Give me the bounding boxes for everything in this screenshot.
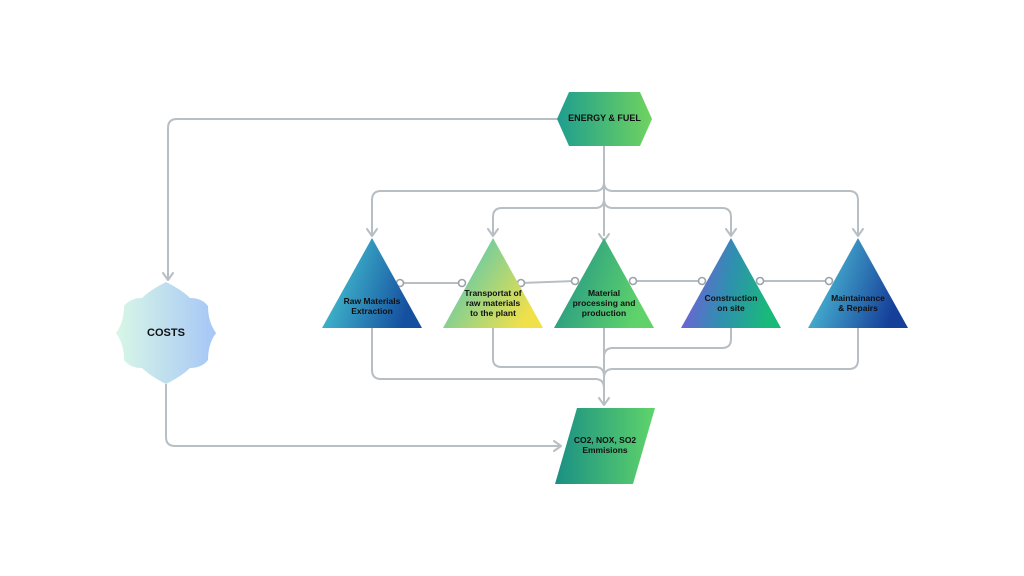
connector-costs-to-emissions bbox=[165, 384, 560, 447]
connector-energy-to-transport bbox=[492, 198, 605, 235]
arrowhead-transport bbox=[487, 228, 499, 237]
processing-triangle[interactable] bbox=[554, 238, 654, 328]
link-dot bbox=[628, 276, 638, 286]
arrowhead-construction bbox=[725, 228, 737, 237]
label-line: COSTS bbox=[147, 327, 185, 339]
maintenance-triangle[interactable] bbox=[808, 238, 908, 328]
link-transport-to-processing bbox=[520, 280, 576, 284]
label-line: raw materials bbox=[465, 297, 521, 308]
connector-raw-to-emissions bbox=[371, 328, 605, 389]
connector-transport-to-emissions bbox=[492, 328, 605, 377]
energy-fuel-label: ENERGY & FUEL bbox=[557, 113, 652, 123]
arrowhead-raw-materials bbox=[366, 228, 378, 237]
energy-fuel-hexagon[interactable] bbox=[557, 92, 652, 146]
construction-label: Construction on site bbox=[686, 293, 776, 314]
label-line: to the plant bbox=[470, 307, 516, 318]
label-line: Extraction bbox=[351, 305, 393, 316]
costs-label: COSTS bbox=[126, 327, 206, 340]
label-line: Raw Materials bbox=[343, 296, 401, 306]
emissions-label: CO2, NOX, SO2 Emmisions bbox=[560, 435, 650, 456]
arrowhead-emissions-top bbox=[598, 397, 610, 406]
emissions-parallelogram[interactable] bbox=[555, 408, 655, 484]
connector-maintenance-to-emissions bbox=[603, 328, 859, 379]
arrowhead-emissions-left bbox=[553, 440, 562, 452]
label-line: production bbox=[581, 307, 627, 318]
label-line: Material bbox=[587, 288, 621, 298]
transport-triangle[interactable] bbox=[443, 238, 543, 328]
label-line: Construction bbox=[704, 293, 758, 303]
connector-energy-to-raw-materials bbox=[371, 181, 605, 235]
label-line: on site bbox=[717, 302, 745, 313]
label-line: ENERGY & FUEL bbox=[568, 113, 641, 123]
connector-energy-to-costs bbox=[167, 118, 558, 278]
raw-materials-triangle[interactable] bbox=[322, 238, 422, 328]
arrowhead-costs bbox=[162, 272, 174, 281]
label-line: processing and bbox=[572, 297, 636, 308]
label-line: Maintainance bbox=[831, 293, 885, 303]
label-line: Transportat of bbox=[464, 288, 522, 298]
connector-energy-to-construction bbox=[603, 198, 732, 235]
costs-starburst[interactable] bbox=[116, 282, 216, 384]
label-line: & Repairs bbox=[838, 302, 878, 313]
link-dot bbox=[755, 276, 765, 286]
link-dot bbox=[457, 278, 467, 288]
label-line: Emmisions bbox=[582, 444, 628, 455]
construction-triangle[interactable] bbox=[681, 238, 781, 328]
label-line: CO2, NOX, SO2 bbox=[573, 435, 637, 445]
link-dot bbox=[570, 276, 580, 286]
maintenance-label: Maintainance & Repairs bbox=[813, 293, 903, 314]
link-dot bbox=[824, 276, 834, 286]
link-endpoints bbox=[395, 276, 834, 288]
link-dot bbox=[697, 276, 707, 286]
transport-label: Transportat of raw materials to the plan… bbox=[448, 288, 538, 318]
connector-construction-to-emissions bbox=[603, 328, 732, 358]
processing-label: Material processing and production bbox=[559, 288, 649, 318]
arrowhead-maintenance bbox=[852, 228, 864, 237]
raw-materials-label: Raw Materials Extraction bbox=[327, 296, 417, 317]
connector-energy-to-maintenance bbox=[603, 181, 859, 235]
arrowheads bbox=[162, 228, 864, 452]
connectors bbox=[165, 118, 859, 447]
